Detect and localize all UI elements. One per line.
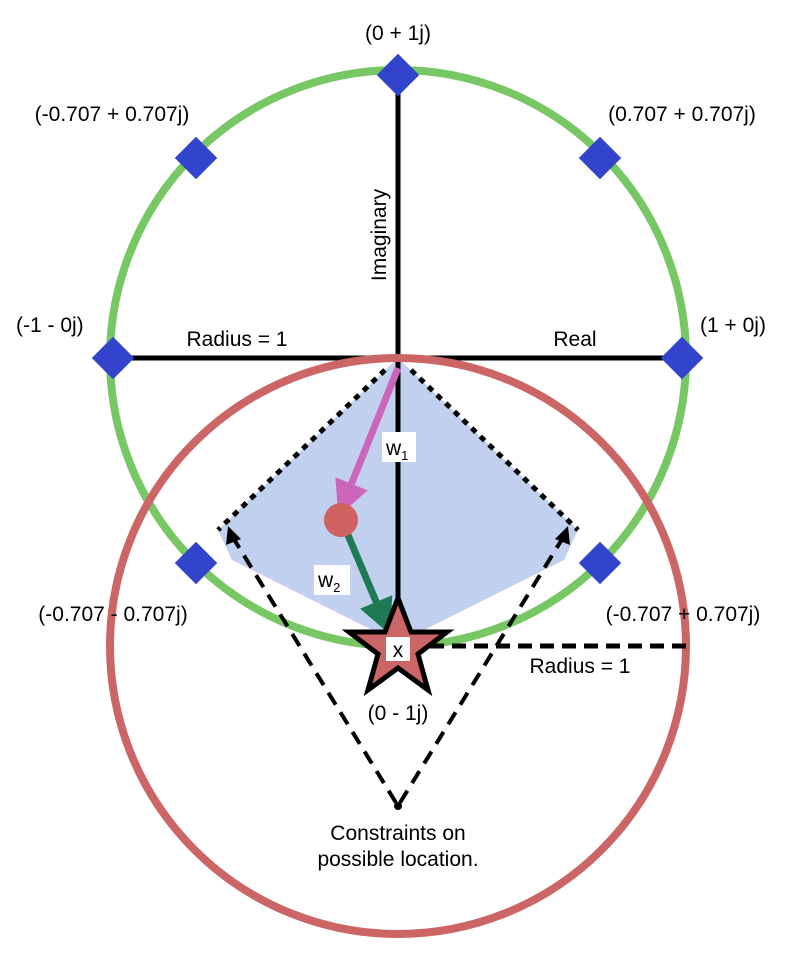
w2-subscript: 2 <box>333 580 340 595</box>
w2-label-box <box>314 565 350 595</box>
constraint-caption-line1: Constraints on <box>330 822 465 845</box>
w1-letter: w <box>385 437 402 460</box>
imaginary-axis-label: Imaginary <box>368 188 391 281</box>
constraint-arrowhead-left <box>226 526 241 545</box>
w1-label-box <box>382 432 416 462</box>
constraint-line-left <box>230 534 400 808</box>
arrow-w2 <box>341 526 393 635</box>
label-top-right: (0.707 + 0.707j) <box>608 103 756 126</box>
constraint-apex-point <box>394 802 402 810</box>
label-bottom: (0 - 1j) <box>368 702 429 725</box>
w1-subscript: 1 <box>401 448 408 463</box>
label-top: (0 + 1j) <box>365 22 431 45</box>
constraint-line-right <box>396 534 566 808</box>
dotted-boundary-left <box>216 368 387 532</box>
label-bottom-right: (-0.707 + 0.707j) <box>606 603 761 626</box>
label-left: (-1 - 0j) <box>16 314 84 337</box>
intermediate-point <box>324 503 358 537</box>
constellation-point-left <box>91 336 135 380</box>
real-axis-label: Real <box>553 328 596 351</box>
label-bottom-left: (-0.707 - 0.707j) <box>38 603 187 626</box>
star-mark-label: x <box>393 639 404 662</box>
dotted-boundary-right <box>409 368 580 532</box>
constellation-point-top-left <box>174 136 218 180</box>
constraint-caption-line2: possible location. <box>317 848 478 871</box>
arrow-w1 <box>335 366 402 517</box>
radius-label-left: Radius = 1 <box>187 328 288 351</box>
label-top-left: (-0.707 + 0.707j) <box>35 103 190 126</box>
label-right: (1 + 0j) <box>700 314 766 337</box>
constellation-point-top <box>376 53 420 97</box>
w2-label: w2 <box>317 569 340 595</box>
star-label-box <box>386 637 410 661</box>
constraint-arrowhead-right <box>555 526 570 545</box>
radius-label-right: Radius = 1 <box>530 655 631 678</box>
w1-label: w1 <box>385 437 408 463</box>
constellation-point-right <box>660 336 704 380</box>
w2-letter: w <box>317 569 334 592</box>
